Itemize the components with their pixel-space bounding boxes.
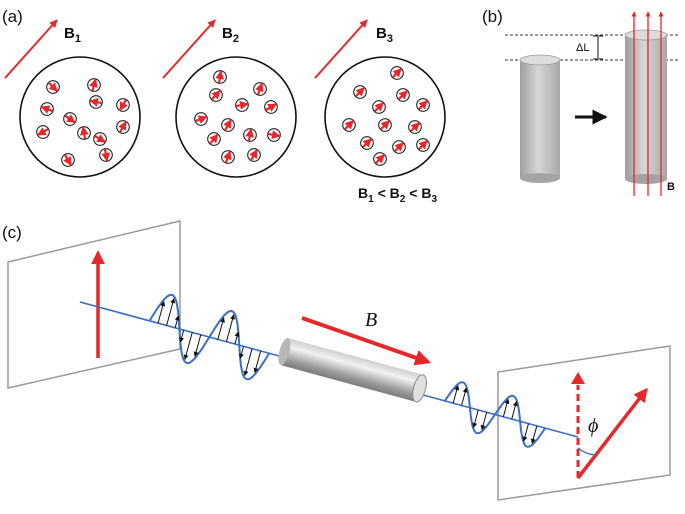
spin-moment bbox=[360, 136, 374, 150]
spin-moment bbox=[247, 148, 261, 162]
sample-rod bbox=[278, 338, 427, 403]
delta-l-label: ΔL bbox=[576, 42, 589, 54]
panel-a: B1 B2 B3 B1 < B2 < B3 bbox=[4, 19, 446, 205]
spin-moment bbox=[267, 128, 281, 142]
spin-moment bbox=[36, 125, 50, 139]
spin-moment bbox=[99, 148, 113, 162]
spin-moment bbox=[61, 153, 75, 167]
spin-moment bbox=[416, 138, 430, 152]
field-label-b: B bbox=[667, 181, 675, 193]
field-label-b2: B2 bbox=[222, 25, 239, 45]
output-polarization-plane bbox=[497, 345, 671, 501]
spin-moment bbox=[213, 70, 227, 84]
spin-moment bbox=[221, 150, 235, 164]
applied-field-label: B bbox=[365, 309, 377, 331]
spin-moment bbox=[209, 88, 223, 102]
spin-moment bbox=[416, 98, 430, 112]
spin-moment bbox=[392, 140, 406, 154]
field-arrow-b1 bbox=[4, 19, 58, 79]
sample-circle-2 bbox=[175, 56, 297, 178]
spin-moment bbox=[40, 102, 54, 116]
sample-circle-3 bbox=[324, 56, 446, 178]
spin-moment bbox=[408, 120, 422, 134]
sample-circle-1 bbox=[19, 56, 141, 178]
spin-moment bbox=[89, 95, 103, 109]
spin-moment bbox=[390, 66, 404, 80]
panel-c: B ϕ bbox=[7, 220, 671, 501]
spin-moment bbox=[396, 88, 410, 102]
panel-label-c: (c) bbox=[2, 223, 22, 242]
spin-moment bbox=[342, 118, 356, 132]
field-arrow-b2 bbox=[162, 19, 216, 79]
spin-moment bbox=[93, 132, 107, 146]
field-relation: B1 < B2 < B3 bbox=[358, 185, 437, 205]
spin-moment bbox=[221, 118, 235, 132]
spin-moments bbox=[36, 66, 430, 167]
spin-moment bbox=[63, 112, 77, 126]
field-label-b3: B3 bbox=[376, 25, 393, 45]
spin-moment bbox=[264, 100, 278, 114]
rotation-angle-label: ϕ bbox=[588, 415, 598, 437]
input-polarization-plane bbox=[7, 220, 181, 389]
spin-moment bbox=[378, 118, 392, 132]
spin-moment bbox=[372, 100, 386, 114]
panel-label-b: (b) bbox=[482, 7, 503, 26]
spin-moment bbox=[77, 126, 91, 140]
rod-after bbox=[625, 35, 667, 179]
spin-moment bbox=[116, 120, 130, 134]
rotation-angle-arc bbox=[577, 447, 597, 456]
spin-moment bbox=[353, 85, 367, 99]
spin-moment bbox=[373, 152, 387, 166]
panel-label-a: (a) bbox=[2, 7, 23, 26]
spin-moment bbox=[253, 82, 267, 96]
spin-moment bbox=[207, 132, 221, 146]
panel-b: ΔL B bbox=[505, 11, 680, 196]
spin-moment bbox=[243, 128, 257, 142]
field-arrow-b3 bbox=[314, 19, 368, 79]
spin-moment bbox=[116, 98, 130, 112]
spin-moment bbox=[46, 80, 60, 94]
incident-wave bbox=[148, 293, 271, 381]
applied-field-arrow bbox=[301, 316, 432, 366]
rotated-polarization-arrow bbox=[576, 387, 648, 480]
transmitted-wave bbox=[443, 381, 547, 448]
spin-moment bbox=[87, 78, 101, 92]
spin-moment bbox=[235, 98, 249, 112]
spin-moment bbox=[194, 112, 208, 126]
rod-before bbox=[520, 60, 560, 178]
field-label-b1: B1 bbox=[64, 25, 81, 45]
